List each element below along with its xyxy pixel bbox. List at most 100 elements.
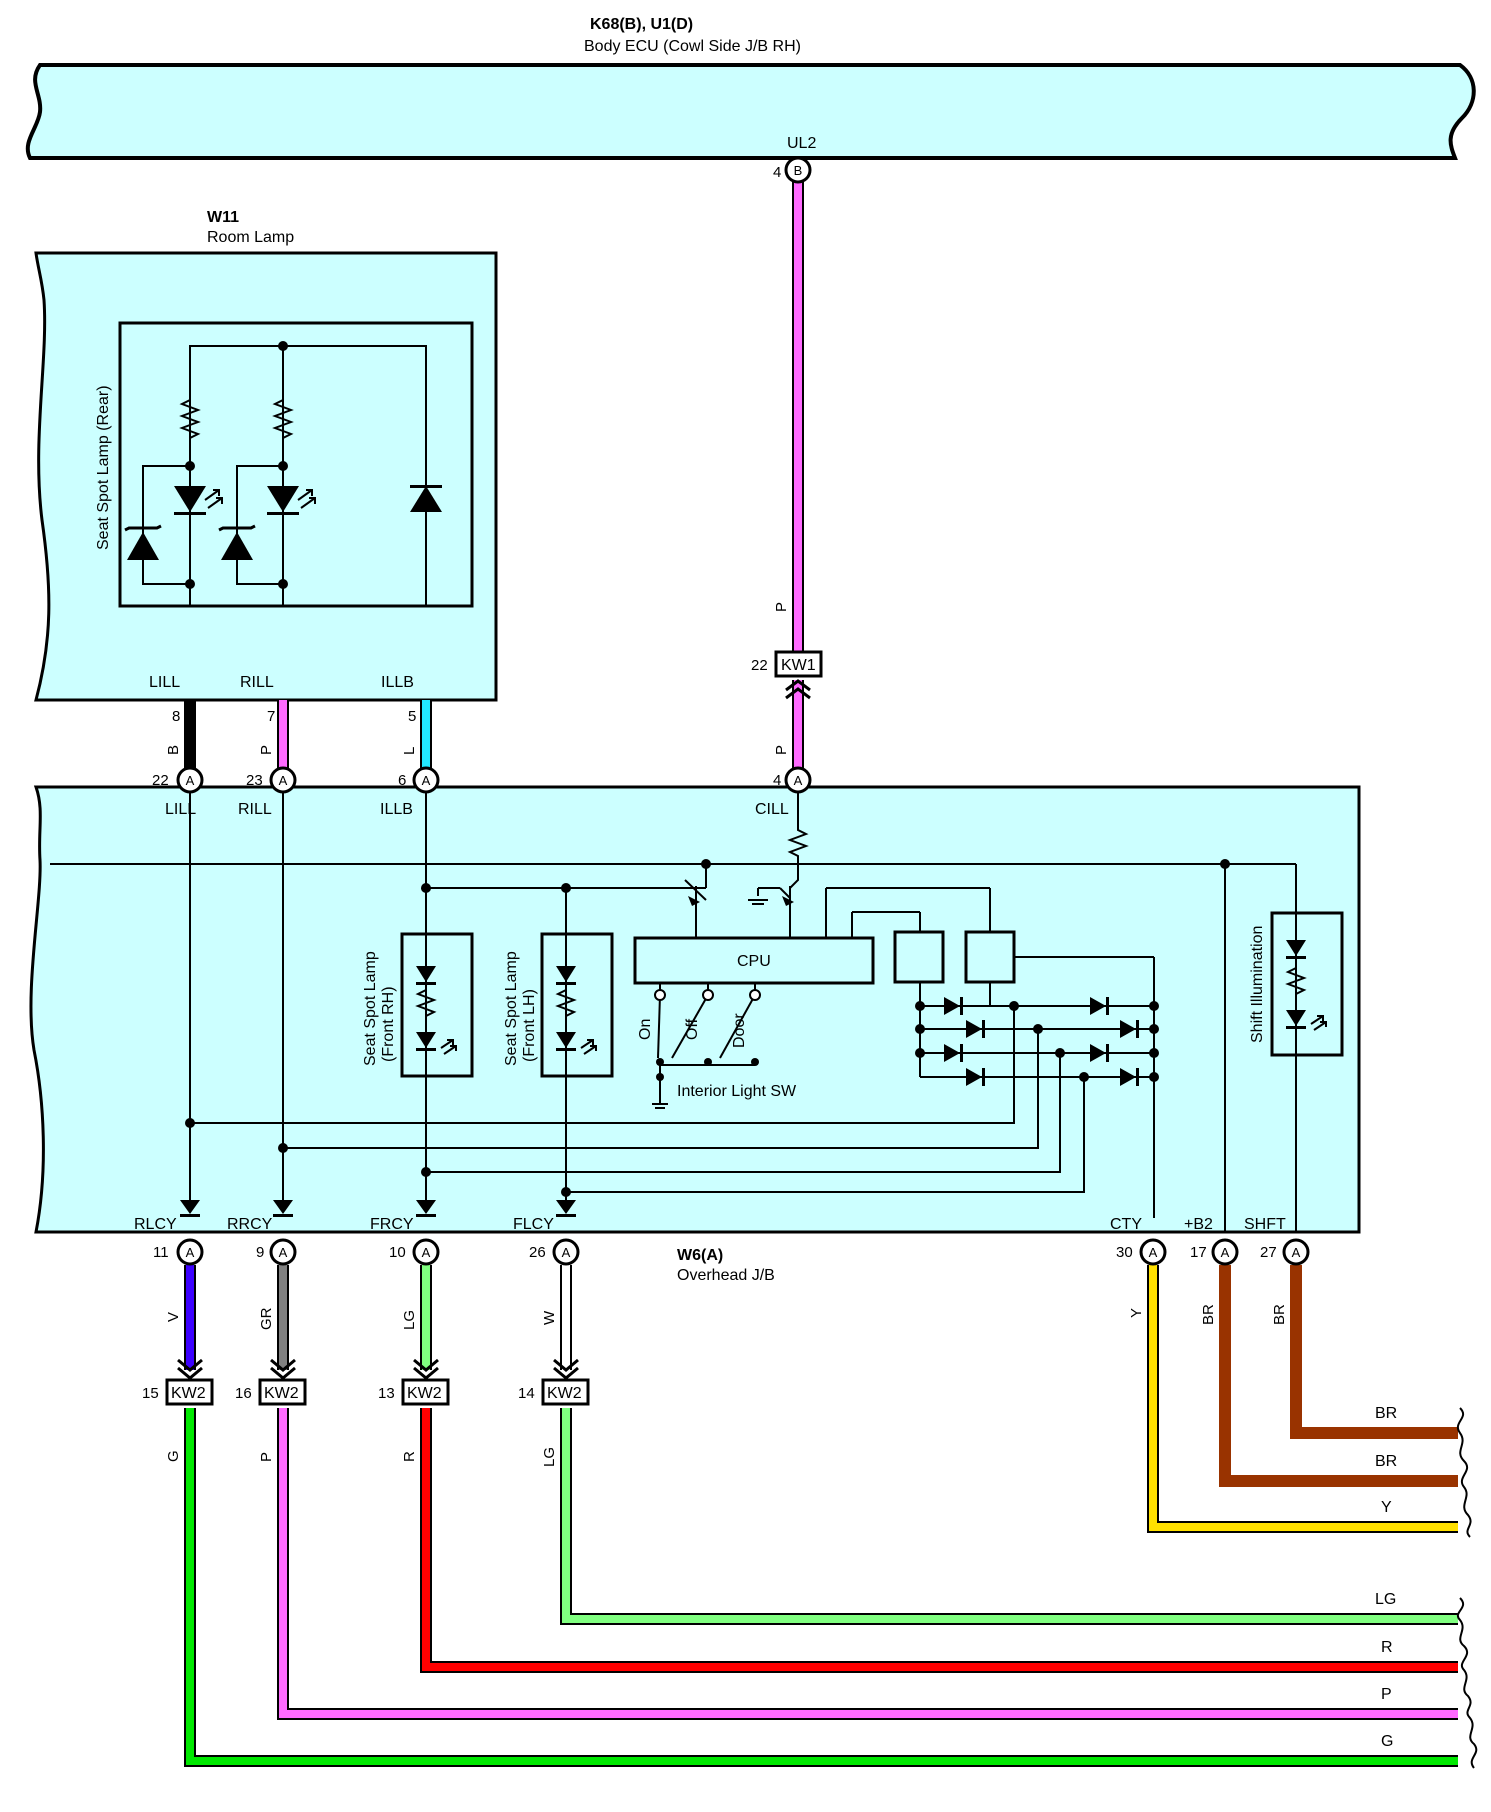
jb-term-shft: SHFT bbox=[1244, 1216, 1286, 1233]
conn-a-9: A bbox=[1149, 1245, 1158, 1260]
front-lh-label-1: Seat Spot Lamp bbox=[503, 951, 520, 1066]
switch-off-label: Off bbox=[684, 1018, 701, 1040]
shift-illumination-label: Shift Illumination bbox=[1249, 926, 1266, 1043]
room-lamp-circuit bbox=[142, 345, 427, 606]
overhead-name: Overhead J/B bbox=[677, 1267, 775, 1284]
overhead-jb-block bbox=[29, 785, 1361, 1234]
wire-color-y: Y bbox=[1128, 1308, 1145, 1318]
conn-a-6: A bbox=[279, 1245, 288, 1260]
jb-pin-4: 4 bbox=[773, 772, 781, 789]
body-ecu-code: K68(B), U1(D) bbox=[590, 16, 693, 33]
wire-color-lg-low: LG bbox=[541, 1447, 558, 1467]
conn-a-7: A bbox=[422, 1245, 431, 1260]
conn-a-5: A bbox=[186, 1245, 195, 1260]
right-label-y: Y bbox=[1381, 1499, 1392, 1516]
ul2-label: UL2 bbox=[787, 135, 816, 152]
kw2-label-1: KW2 bbox=[171, 1385, 206, 1402]
seat-spot-rear-label: Seat Spot Lamp (Rear) bbox=[95, 385, 112, 550]
jb-term-rill: RILL bbox=[238, 801, 272, 818]
jb-term-rlcy: RLCY bbox=[134, 1216, 177, 1233]
kw2-pin-13: 13 bbox=[378, 1385, 395, 1402]
wire-color-lg-up: LG bbox=[401, 1310, 418, 1330]
jb-term-cill: CILL bbox=[755, 801, 789, 818]
jb-term-frcy: FRCY bbox=[370, 1216, 414, 1233]
front-rh-label-2: (Front RH) bbox=[380, 986, 397, 1062]
jb-pin-6: 6 bbox=[398, 772, 406, 789]
right-label-g: G bbox=[1381, 1733, 1393, 1750]
ul2-conn-letter: B bbox=[794, 163, 803, 178]
room-lamp-code: W11 bbox=[207, 209, 239, 226]
jb-pin-23: 23 bbox=[246, 772, 263, 789]
jb-term-cty: CTY bbox=[1110, 1216, 1142, 1233]
room-term-lill: LILL bbox=[149, 674, 180, 691]
connector-pins bbox=[176, 156, 1310, 1266]
kw2-pin-14: 14 bbox=[518, 1385, 535, 1402]
jb-term-illb: ILLB bbox=[380, 801, 413, 818]
front-lh-label-2: (Front LH) bbox=[521, 989, 538, 1062]
room-lamp-name: Room Lamp bbox=[207, 229, 294, 246]
wire-color-l: L bbox=[401, 747, 418, 755]
right-label-br-2: BR bbox=[1375, 1453, 1397, 1470]
room-term-rill: RILL bbox=[240, 674, 274, 691]
conn-a-3: A bbox=[422, 773, 431, 788]
jb-pin-27: 27 bbox=[1260, 1244, 1277, 1261]
wire-color-b: B bbox=[165, 745, 182, 755]
conn-a-1: A bbox=[186, 773, 195, 788]
conn-a-11: A bbox=[1292, 1245, 1301, 1260]
wire-color-p-low: P bbox=[258, 1452, 275, 1462]
front-rh-label-1: Seat Spot Lamp bbox=[362, 951, 379, 1066]
kw2-pin-15: 15 bbox=[142, 1385, 159, 1402]
body-ecu-block bbox=[25, 63, 1476, 160]
room-lamp-block bbox=[34, 251, 498, 702]
jb-term-rrcy: RRCY bbox=[227, 1216, 273, 1233]
right-label-r: R bbox=[1381, 1639, 1393, 1656]
wire-color-gr: GR bbox=[258, 1307, 275, 1330]
kw2-pin-16: 16 bbox=[235, 1385, 252, 1402]
kw1-pin: 22 bbox=[751, 657, 768, 674]
overhead-filled-marks bbox=[180, 859, 1306, 1217]
kw1-connector bbox=[774, 650, 823, 700]
wire-color-g: G bbox=[165, 1450, 182, 1462]
jb-pin-26: 26 bbox=[529, 1244, 546, 1261]
room-pin-7: 7 bbox=[267, 708, 275, 725]
conn-a-4: A bbox=[794, 773, 803, 788]
overhead-internal-circuit bbox=[50, 792, 1344, 1232]
kw2-label-3: KW2 bbox=[407, 1385, 442, 1402]
conn-a-10: A bbox=[1221, 1245, 1230, 1260]
cpu-label: CPU bbox=[737, 953, 771, 970]
jb-pin-9: 9 bbox=[256, 1244, 264, 1261]
room-term-illb: ILLB bbox=[381, 674, 414, 691]
right-label-lg: LG bbox=[1375, 1591, 1396, 1608]
room-pin-8: 8 bbox=[172, 708, 180, 725]
wire-color-w: W bbox=[541, 1310, 558, 1325]
ul2-pin: 4 bbox=[773, 164, 781, 181]
switch-on-label: On bbox=[637, 1019, 654, 1040]
wires bbox=[184, 182, 1458, 1767]
jb-term-b2: +B2 bbox=[1184, 1216, 1213, 1233]
wire-color-br-1: BR bbox=[1200, 1304, 1217, 1325]
jb-pin-10: 10 bbox=[389, 1244, 406, 1261]
switch-door-label: Door bbox=[731, 1013, 748, 1048]
kw2-label-2: KW2 bbox=[264, 1385, 299, 1402]
jb-term-lill: LILL bbox=[165, 801, 196, 818]
wire-color-p-kw1-up: P bbox=[773, 602, 790, 612]
conn-a-8: A bbox=[562, 1245, 571, 1260]
wire-color-p-rill: P bbox=[258, 745, 275, 755]
wire-color-r: R bbox=[401, 1451, 418, 1462]
jb-pin-22: 22 bbox=[152, 772, 169, 789]
wire-color-br-2: BR bbox=[1271, 1304, 1288, 1325]
conn-a-2: A bbox=[279, 773, 288, 788]
jb-pin-11: 11 bbox=[153, 1244, 169, 1261]
kw2-label-4: KW2 bbox=[547, 1385, 582, 1402]
overhead-code: W6(A) bbox=[677, 1247, 723, 1264]
body-ecu-name: Body ECU (Cowl Side J/B RH) bbox=[584, 38, 801, 55]
jb-pin-17: 17 bbox=[1190, 1244, 1207, 1261]
interior-light-sw-label: Interior Light SW bbox=[677, 1083, 797, 1100]
right-label-p: P bbox=[1381, 1686, 1392, 1703]
kw1-label: KW1 bbox=[781, 657, 816, 674]
kw2-connectors bbox=[165, 1358, 590, 1406]
jb-pin-30: 30 bbox=[1116, 1244, 1133, 1261]
jb-term-flcy: FLCY bbox=[513, 1216, 554, 1233]
room-lamp-diodes bbox=[124, 341, 442, 589]
